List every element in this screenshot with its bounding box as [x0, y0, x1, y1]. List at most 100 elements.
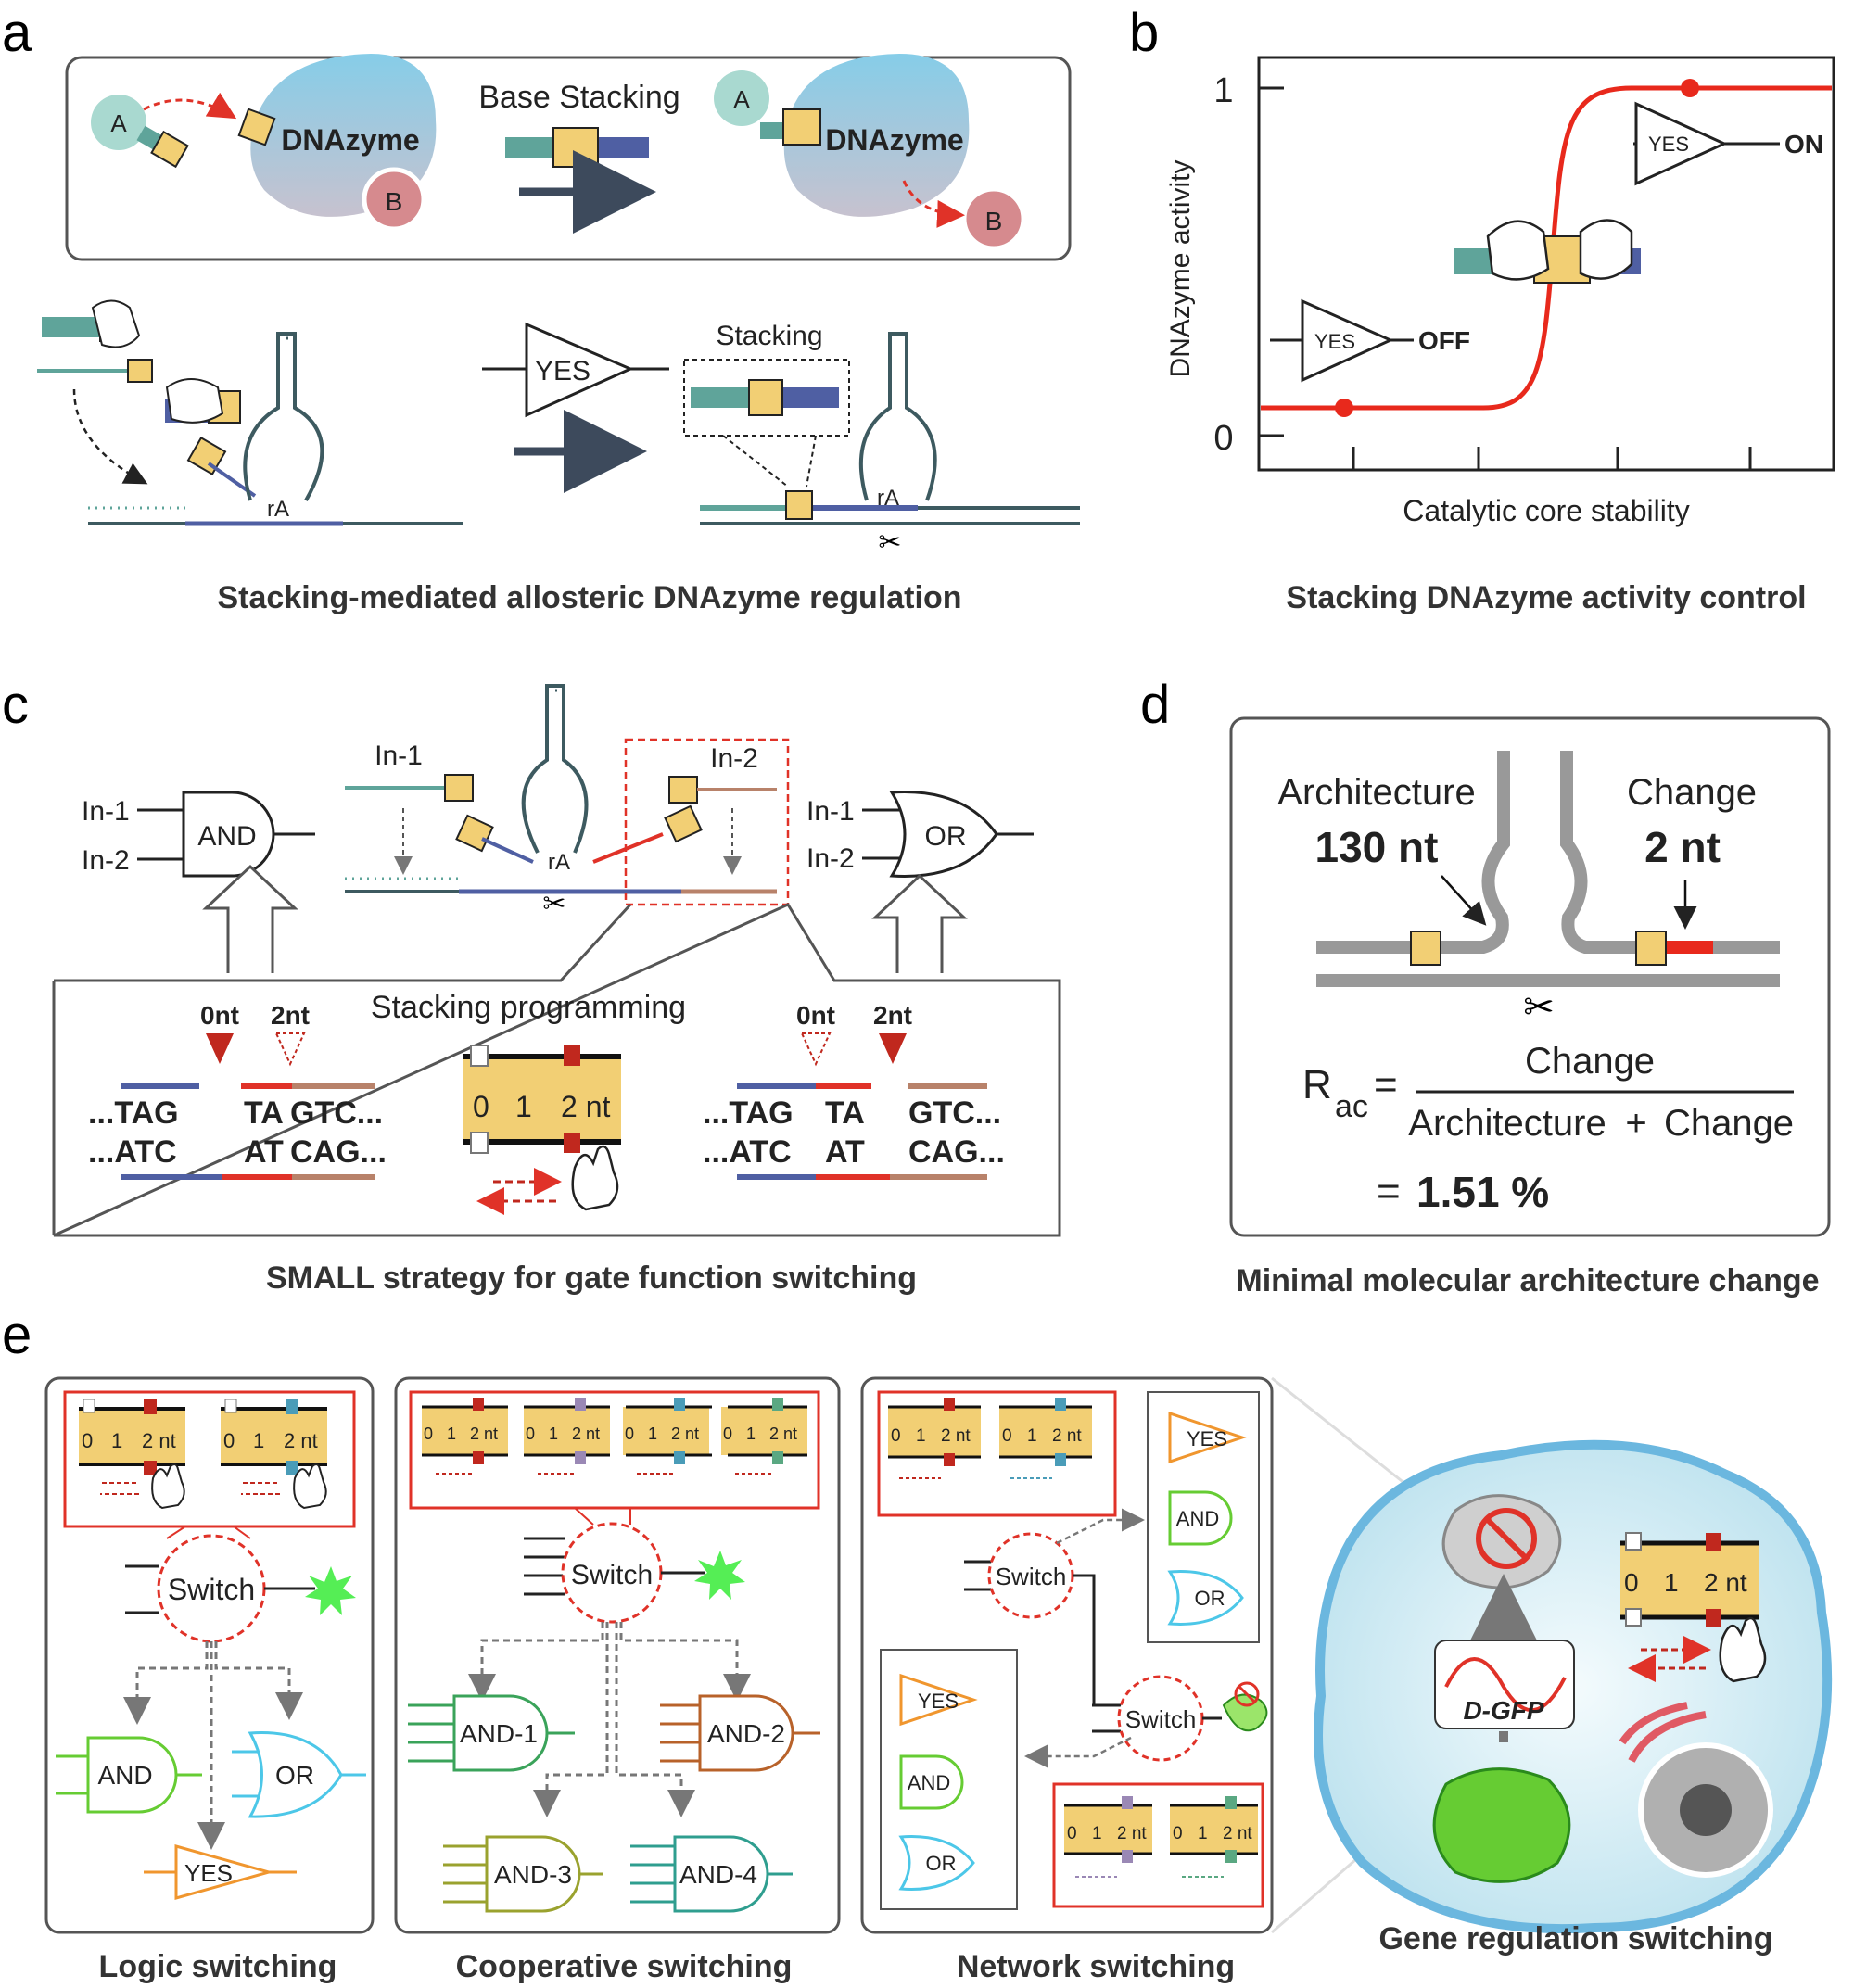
svg-text:In-1: In-1: [82, 796, 130, 827]
svg-text:GTC...: GTC...: [908, 1095, 1001, 1131]
dgfp-label: D-GFP: [1463, 1696, 1543, 1725]
svg-text:1: 1: [1198, 1824, 1208, 1843]
panel-a-left-duplex: rA: [37, 299, 464, 526]
caption-a: Stacking-mediated allosteric DNAzyme reg…: [218, 580, 962, 615]
svg-text:2 nt: 2 nt: [941, 1426, 971, 1446]
e2-and4-gate: AND-4: [630, 1835, 793, 1913]
svg-text:...ATC: ...ATC: [88, 1134, 177, 1170]
panel-letter-b: b: [1129, 3, 1159, 63]
change-nt: 2 nt: [1644, 823, 1721, 871]
c-right-seq: 0nt 2nt ...TAG TA GTC... ...ATC AT CAG..…: [703, 1001, 1005, 1180]
e2-and1-gate: AND-1: [408, 1694, 575, 1772]
off-label: OFF: [1418, 326, 1470, 355]
or-gate-c: In-1 In-2 OR: [806, 791, 1034, 878]
svg-text:In-2: In-2: [806, 843, 855, 874]
svg-text:=: =: [1374, 1062, 1398, 1108]
svg-text:AND-2: AND-2: [707, 1719, 785, 1748]
e1-yes-gate: YES: [144, 1844, 297, 1900]
architecture-nt: 130 nt: [1315, 823, 1439, 871]
denominator-architecture: Architecture: [1408, 1103, 1606, 1144]
tick-0: 0: [1213, 419, 1233, 458]
svg-text:+: +: [1625, 1103, 1646, 1144]
svg-text:1: 1: [1092, 1824, 1102, 1843]
svg-text:AT: AT: [244, 1134, 284, 1170]
svg-text:1: 1: [1027, 1426, 1037, 1446]
svg-text:0: 0: [1002, 1426, 1012, 1446]
caption-e4: Gene regulation switching: [1378, 1921, 1772, 1956]
e1-ruler-a: 0 1 2 nt: [79, 1399, 185, 1510]
svg-text:In-2: In-2: [710, 743, 758, 774]
r-symbol: R: [1302, 1062, 1332, 1108]
node-a-right: [714, 70, 769, 126]
svg-text:YES: YES: [1187, 1427, 1227, 1450]
stacking-label: Stacking: [716, 321, 822, 351]
svg-text:...TAG: ...TAG: [88, 1095, 179, 1131]
svg-text:AND-3: AND-3: [494, 1860, 572, 1889]
svg-text:YES: YES: [184, 1859, 233, 1887]
up-arrow-or: [871, 873, 968, 973]
xlabel-b: Catalytic core stability: [1403, 494, 1689, 527]
panel-letter-e: e: [2, 1305, 32, 1365]
e1-and-gate: AND: [56, 1736, 202, 1814]
tick-1: 1: [1213, 71, 1233, 110]
svg-text:2 nt: 2 nt: [142, 1429, 176, 1452]
svg-text:OR: OR: [1195, 1587, 1225, 1610]
c-left-seq: 0nt 2nt ...TAG TA GTC... ...ATC AT CAG..…: [88, 1001, 387, 1180]
svg-text:In-2: In-2: [82, 845, 130, 876]
base-stacking-label: Base Stacking: [478, 80, 679, 115]
svg-text:Switch: Switch: [996, 1563, 1067, 1590]
svg-text:OR: OR: [275, 1761, 314, 1790]
fraction-numerator: Change: [1525, 1041, 1655, 1082]
e1-or-gate: OR: [232, 1731, 366, 1818]
svg-text:0: 0: [1067, 1824, 1077, 1843]
stacking-clip-icon: [552, 127, 599, 168]
change-label: Change: [1627, 772, 1757, 813]
svg-text:AND: AND: [1176, 1507, 1219, 1530]
svg-text:=: =: [1377, 1169, 1401, 1214]
caption-b: Stacking DNAzyme activity control: [1286, 580, 1806, 615]
svg-text:AT: AT: [825, 1134, 865, 1170]
gfp-bottom: [1432, 1767, 1571, 1883]
svg-text:AND: AND: [197, 821, 256, 852]
caption-d: Minimal molecular architecture change: [1236, 1263, 1819, 1298]
ruler-c: 0 1 2 nt: [464, 1045, 621, 1215]
caption-e3: Network switching: [957, 1949, 1235, 1984]
e2-and3-gate: AND-3: [443, 1835, 603, 1913]
svg-text:0nt: 0nt: [200, 1001, 239, 1030]
svg-text:...TAG: ...TAG: [703, 1095, 794, 1131]
e1-switch: Switch: [125, 1534, 356, 1643]
stacking-hands-b: [1454, 219, 1641, 284]
node-a-left: [91, 95, 146, 150]
dnazyme-label-right: DNAzyme: [825, 123, 963, 157]
on-label: ON: [1784, 130, 1823, 158]
svg-text:0: 0: [223, 1429, 235, 1452]
denominator-change: Change: [1664, 1103, 1794, 1144]
svg-text:0: 0: [891, 1426, 901, 1446]
svg-text:2 nt: 2 nt: [769, 1425, 797, 1443]
svg-text:2 nt: 2 nt: [572, 1425, 600, 1443]
scissors-icon: ✂: [1523, 987, 1555, 1028]
svg-text:1: 1: [515, 1090, 532, 1123]
plot-b-ticks: [1259, 86, 1752, 470]
scissors-icon: ✂: [878, 527, 901, 558]
e2-and2-gate: AND-2: [660, 1694, 820, 1772]
result-value: 1.51 %: [1416, 1168, 1549, 1216]
gfp-icon: [1222, 1693, 1268, 1732]
e3-bottom-gates: YES AND OR: [898, 1673, 978, 1891]
svg-text:B: B: [985, 207, 1003, 235]
svg-text:GTC...: GTC...: [290, 1095, 383, 1131]
svg-text:1: 1: [746, 1425, 756, 1443]
svg-text:AND: AND: [908, 1771, 950, 1794]
caption-e2: Cooperative switching: [456, 1949, 793, 1984]
dnazyme-right: DNAzyme A B: [714, 54, 1026, 251]
svg-text:CAG...: CAG...: [290, 1134, 387, 1170]
yes-gate-b-off: YES OFF: [1270, 298, 1470, 383]
dnazyme-left: B DNAzyme A: [91, 54, 437, 232]
c-duplex: In-1 rA ✂ In-2: [345, 684, 790, 919]
node-b-left: [362, 167, 426, 232]
panel-letter-d: d: [1140, 675, 1170, 735]
svg-text:CAG...: CAG...: [908, 1134, 1005, 1170]
yes-gate-b-on: YES ON: [1633, 101, 1823, 186]
svg-text:1: 1: [447, 1425, 456, 1443]
svg-text:AND: AND: [97, 1761, 152, 1790]
